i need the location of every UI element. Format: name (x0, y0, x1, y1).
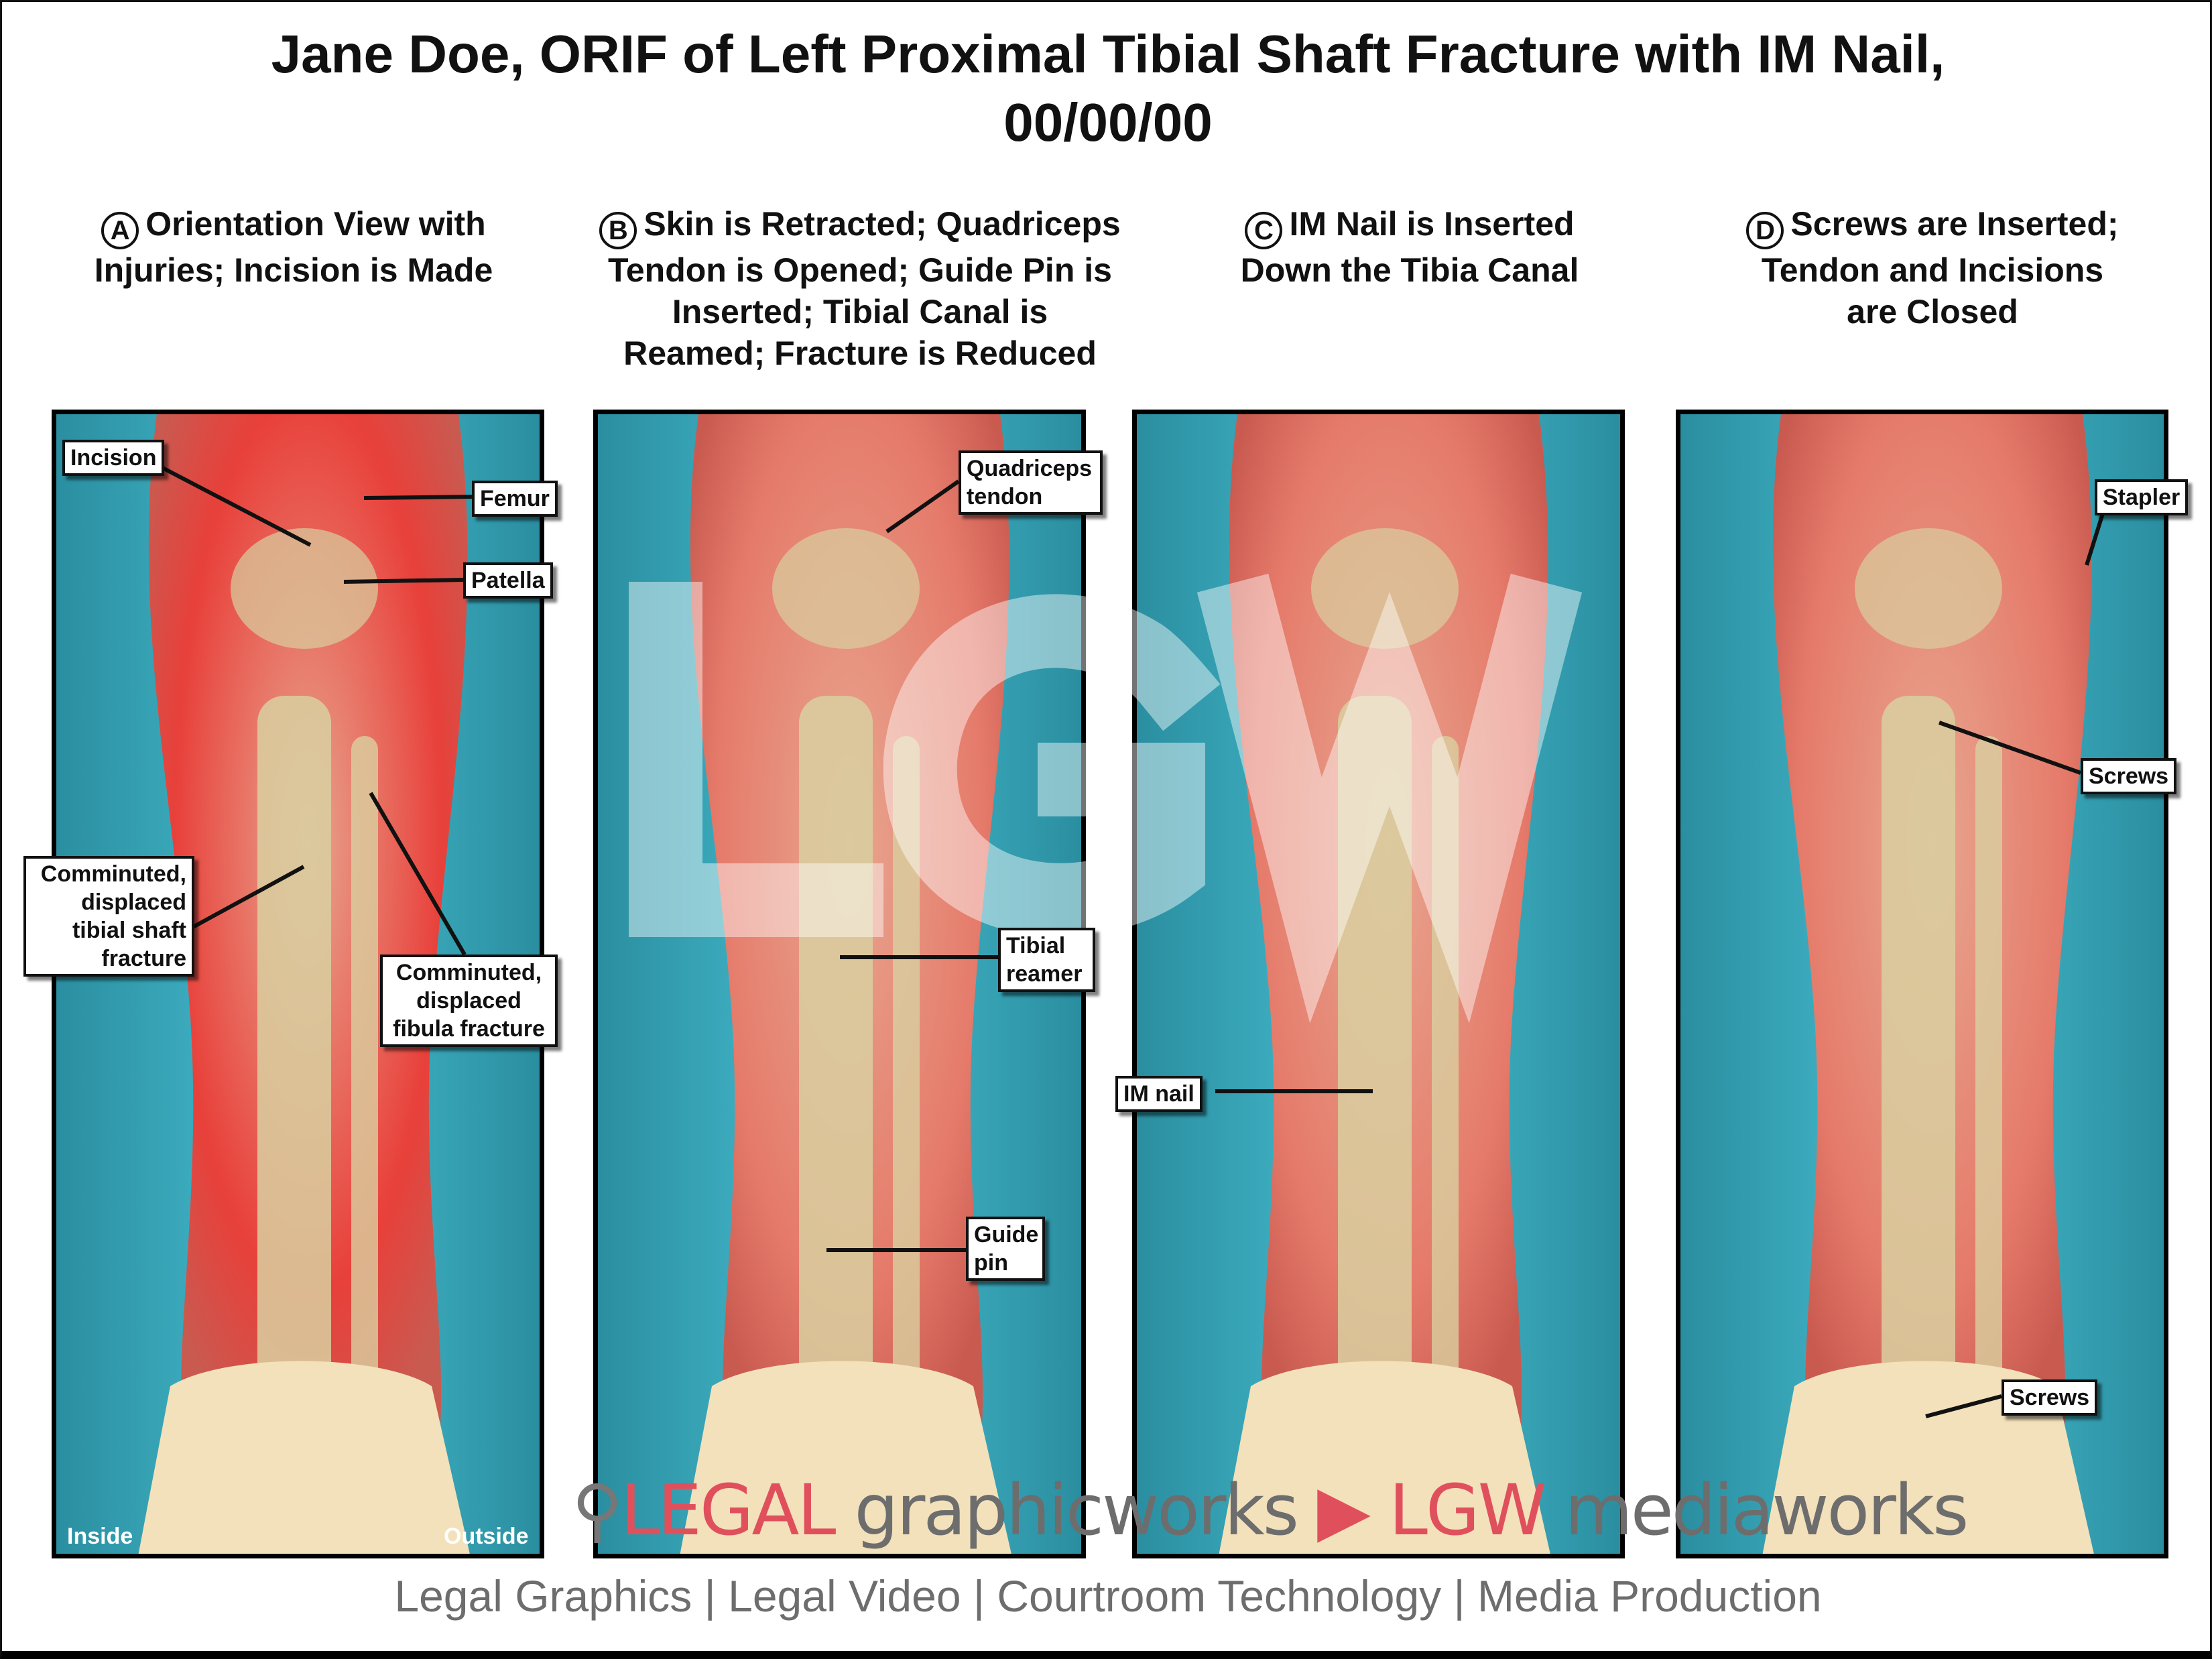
label-outside: Outside (444, 1524, 529, 1549)
play-icon: ▶ (1316, 1469, 1371, 1551)
panel-b-illustration (593, 410, 1086, 1558)
company-logo: ⚲LEGAL graphicworks ▶ LGW mediaworks (572, 1469, 1969, 1551)
label-fibula-fracture: Comminuted, displaced fibula fracture (380, 955, 558, 1047)
page-title-line1: Jane Doe, ORIF of Left Proximal Tibial S… (271, 24, 1945, 84)
step-d-badge: D (1746, 212, 1784, 249)
leg-illustration (1219, 414, 1550, 1554)
page-title-line2: 00/00/00 (1003, 93, 1213, 152)
step-c-badge: C (1245, 212, 1283, 249)
label-quadriceps-tendon: Quadriceps tendon (959, 450, 1103, 515)
label-tibial-reamer: Tibial reamer (998, 928, 1095, 992)
label-tibial-fracture: Comminuted, displaced tibial shaft fract… (23, 856, 194, 977)
magnifier-icon: ⚲ (572, 1469, 623, 1551)
step-b-badge: B (599, 212, 637, 249)
label-inside: Inside (67, 1524, 133, 1549)
panel-d-illustration (1676, 410, 2168, 1558)
label-stapler: Stapler (2095, 479, 2189, 515)
label-femur: Femur (472, 481, 558, 517)
label-incision: Incision (62, 440, 165, 476)
label-im-nail: IM nail (1115, 1076, 1203, 1112)
label-screws-proximal: Screws (2081, 758, 2177, 794)
panel-c-illustration (1132, 410, 1625, 1558)
label-screws-distal: Screws (2002, 1379, 2098, 1416)
step-a-badge: A (101, 212, 139, 249)
leg-illustration (680, 414, 1011, 1554)
label-guide-pin: Guide pin (966, 1217, 1045, 1281)
tagline: Legal Graphics | Legal Video | Courtroom… (394, 1571, 1822, 1621)
label-patella: Patella (463, 562, 553, 599)
